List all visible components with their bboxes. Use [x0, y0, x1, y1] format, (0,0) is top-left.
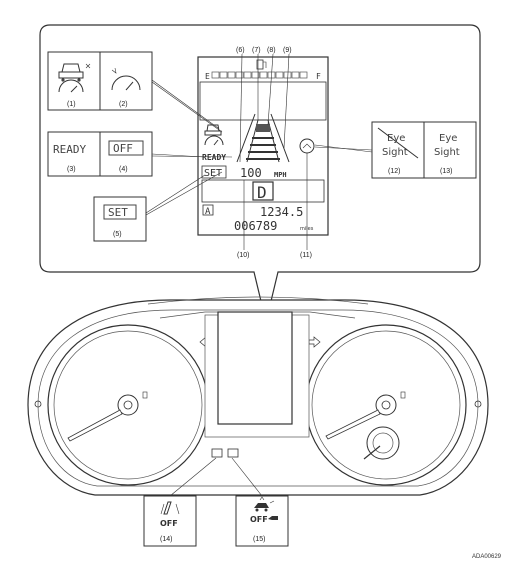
indicator-box-12: [371, 121, 425, 179]
lane-departure-off-icon: OFF: [160, 501, 180, 528]
leader-line-8: [267, 53, 274, 126]
callout-label-6: (6): [236, 47, 245, 54]
lane-distance-graphic: [236, 113, 290, 163]
leader-line-4: [151, 155, 233, 158]
trip-label: A: [205, 207, 211, 217]
lcd-set-text: SET: [204, 168, 222, 179]
temperature-gauge: [366, 426, 400, 460]
set-speed-value: 100: [240, 166, 262, 180]
callout-label-9: (9): [283, 47, 292, 54]
callout-label-13: (13): [440, 168, 452, 175]
lcd-ready-text: READY: [202, 153, 226, 162]
odometer-value: 006789: [234, 219, 277, 233]
callout-label-12: (12): [388, 168, 400, 175]
lcd-set-frame: [201, 165, 227, 179]
callout-label-10: (10): [237, 252, 249, 259]
lamp-15-text: OFF: [250, 515, 268, 524]
leader-line-5b: [145, 171, 223, 216]
callout-label-11: (11): [300, 252, 312, 259]
eyesight-off-line1: Eye: [387, 133, 405, 144]
trip-label-frame: [202, 204, 214, 216]
lcd-cruise-icon: [204, 124, 224, 146]
eyesight-off-line2: Sight: [382, 147, 408, 158]
trip-value: 1234.5: [260, 205, 303, 219]
callout-label-4: (4): [119, 166, 128, 173]
callout-label-2: (2): [119, 101, 128, 108]
cruise-gauge-icon: [111, 67, 141, 91]
callout-label-15: (15): [253, 536, 265, 543]
gear-indicator: D: [257, 183, 267, 202]
leader-line-13: [314, 144, 373, 153]
instrument-cluster: [27, 296, 489, 496]
eyesight-strike-icon: [377, 127, 419, 159]
pre-collision-off-icon: OFF: [250, 496, 278, 524]
figure-code: ADA00629: [472, 554, 502, 560]
callout-label-8: (8): [267, 47, 276, 54]
cluster-lcd: [217, 311, 293, 425]
off-frame: [108, 140, 144, 156]
indicator-box-1: [47, 51, 101, 111]
callout-label-14: (14): [160, 536, 172, 543]
lamp-15: [227, 448, 239, 458]
callout-label-5: (5): [113, 231, 122, 238]
speedometer: [47, 324, 209, 486]
cruise-car-icon: [58, 63, 91, 93]
fuel-pump-icon: [256, 59, 267, 70]
leader-line-9: [283, 53, 290, 149]
leader-line-5a: [145, 174, 206, 214]
indicator-box-3: [47, 131, 101, 177]
set-text: SET: [108, 206, 128, 219]
tachometer-needle: [325, 409, 381, 440]
gear-frame: [252, 181, 274, 201]
leader-line-6: [239, 53, 243, 163]
indicator-box-13: [423, 121, 477, 179]
eyesight-line2: Sight: [434, 147, 460, 158]
set-speed-unit: MPH: [274, 171, 287, 179]
lamp-14-text: OFF: [160, 519, 178, 528]
callout-label-3: (3): [67, 166, 76, 173]
callout-label-7: (7): [252, 47, 261, 54]
callout-label-1: (1): [67, 101, 76, 108]
leader-line-1: [151, 79, 219, 129]
tachometer: [305, 324, 467, 486]
set-frame: [103, 204, 137, 220]
eyesight-line1: Eye: [439, 133, 457, 144]
fuel-full-mark: F: [316, 72, 321, 81]
leader-line-14: [169, 457, 217, 497]
gear-area: [201, 179, 325, 203]
off-text: OFF: [113, 142, 133, 155]
speedometer-needle: [67, 409, 123, 442]
ready-text: READY: [53, 143, 86, 156]
leader-line-15: [231, 457, 263, 497]
lamp-14: [211, 448, 223, 458]
fuel-empty-mark: E: [205, 72, 210, 81]
indicator-box-2: [99, 51, 153, 111]
leader-line-2: [151, 81, 223, 133]
